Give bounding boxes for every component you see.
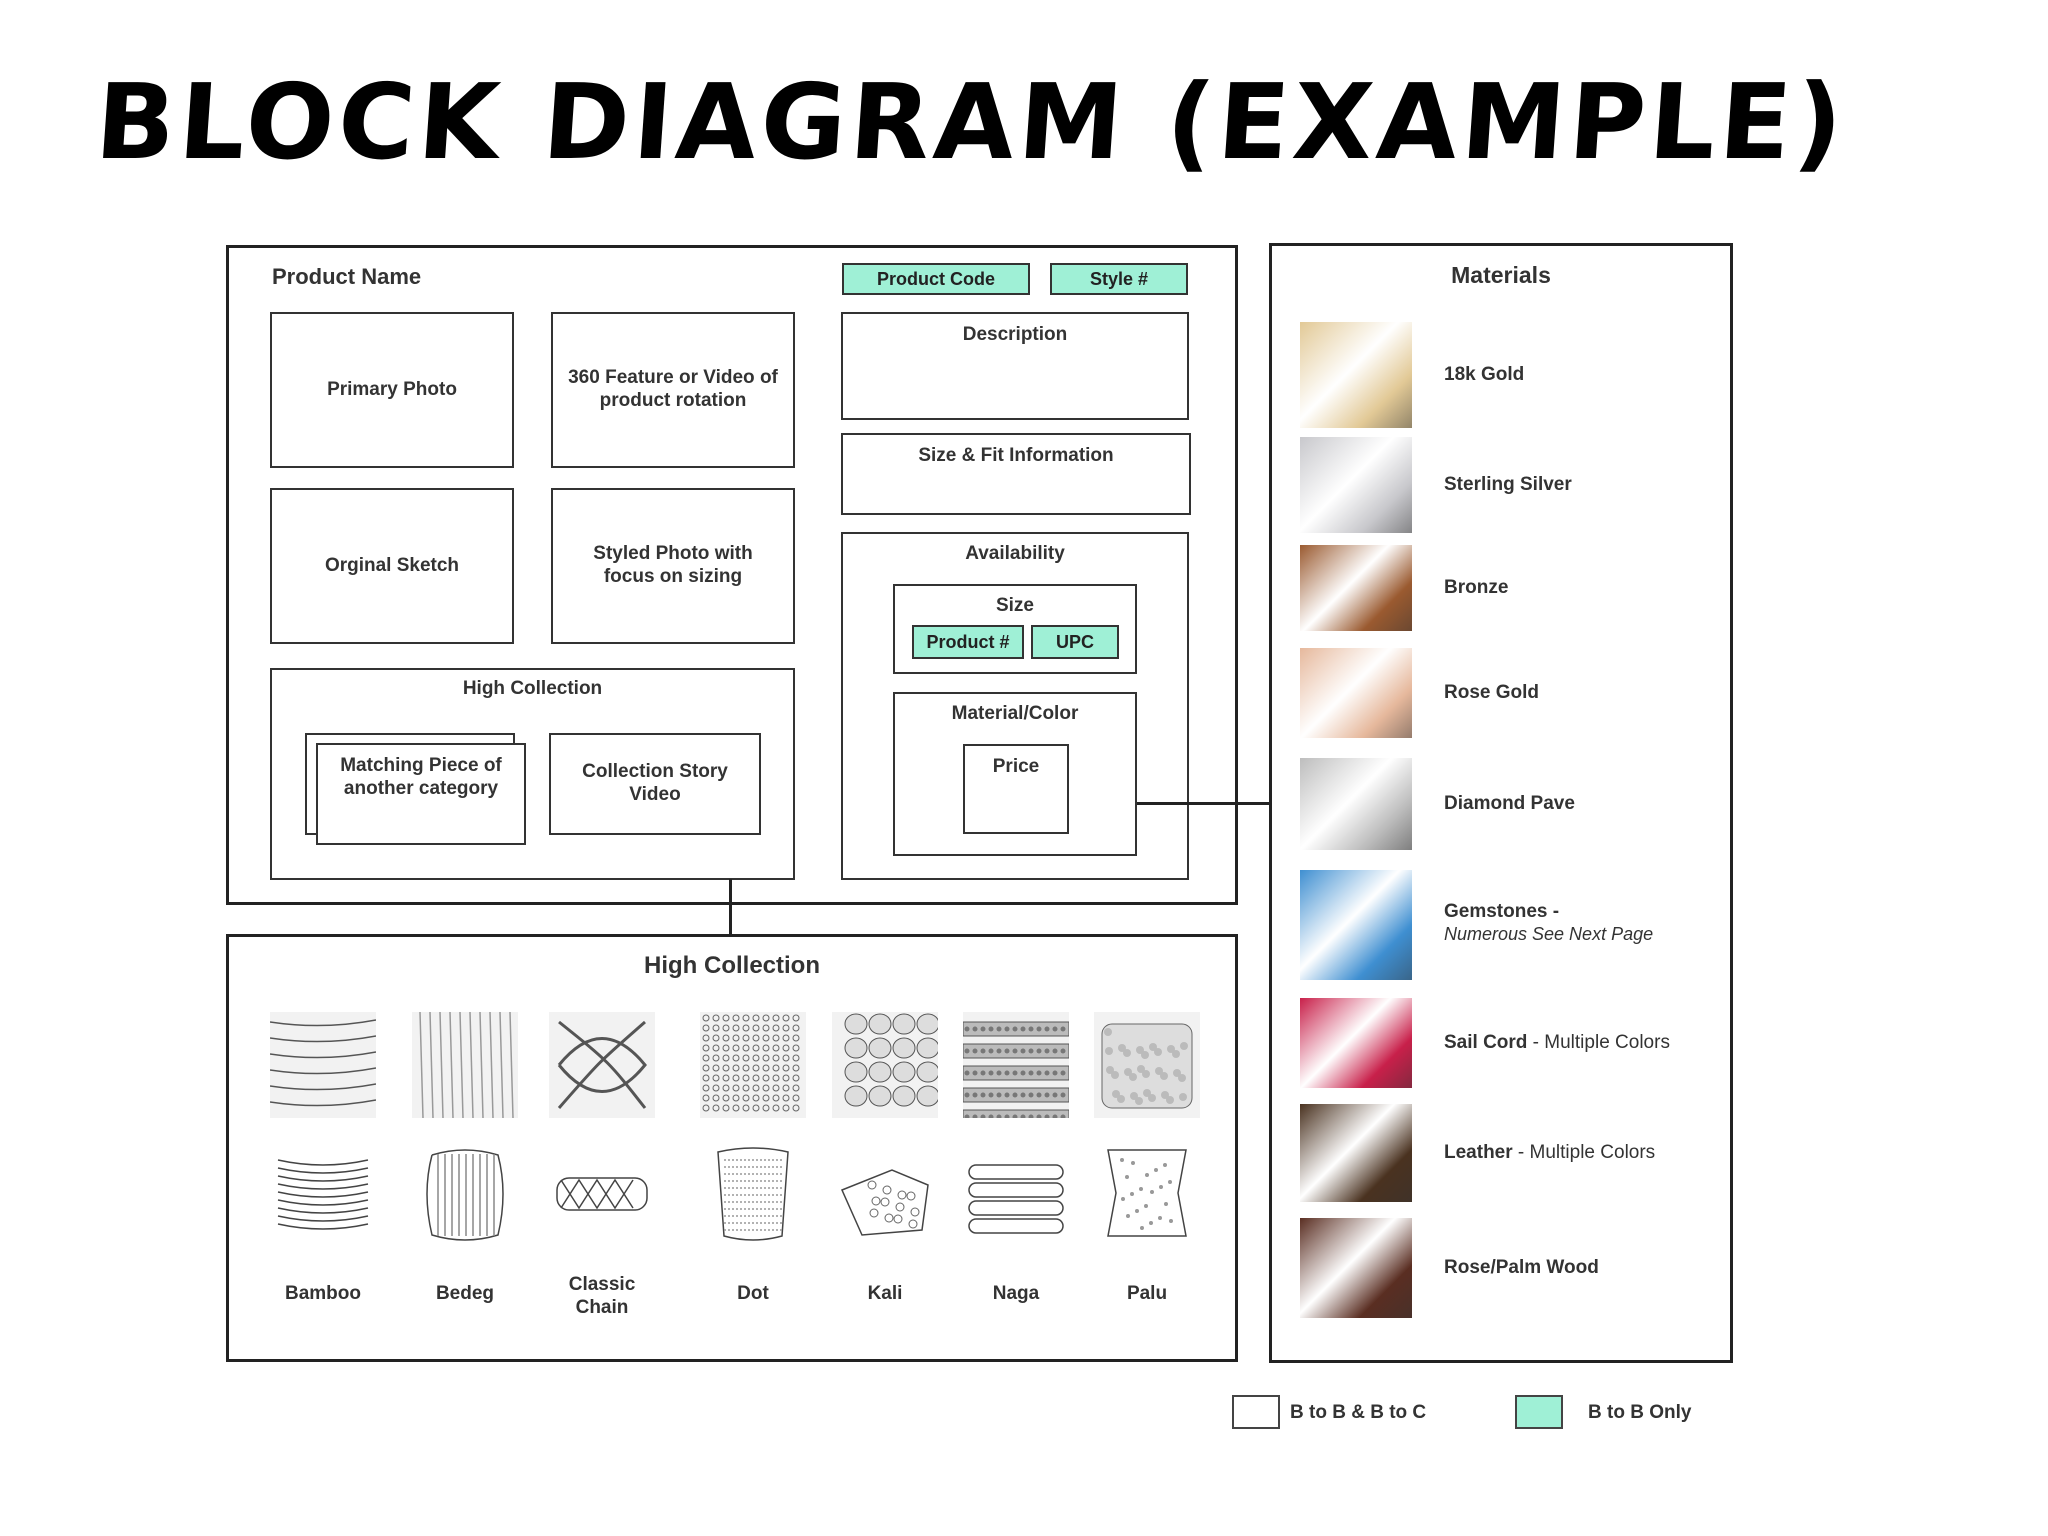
collection-item-name: Bedeg [435, 1283, 495, 1304]
upc-tag: UPC [1031, 625, 1119, 659]
collection-sketch-naga-pattern-icon [963, 1140, 1069, 1246]
material-swatch [1300, 998, 1412, 1088]
connector-vertical [729, 879, 732, 935]
style-number-tag: Style # [1050, 263, 1188, 295]
material-name: Diamond Pave [1444, 793, 1575, 814]
styled-photo-box: Styled Photo with focus on sizing [551, 488, 795, 644]
material-name: Sail Cord - Multiple Colors [1444, 1032, 1670, 1053]
matching-piece-box: Matching Piece of another category [316, 743, 526, 845]
material-name: Leather - Multiple Colors [1444, 1142, 1656, 1163]
original-sketch-box: Orginal Sketch [270, 488, 514, 644]
collection-sketch-dot-pattern-icon [700, 1140, 806, 1246]
collection-item-name: Kali [867, 1283, 903, 1304]
product-name-label: Product Name [272, 264, 422, 289]
material-swatch [1300, 545, 1412, 631]
product-code-tag: Product Code [842, 263, 1030, 295]
collection-item-name: Dot [737, 1283, 769, 1304]
collection-panel-title: High Collection [644, 952, 820, 979]
collection-sketch-palu-pattern-icon [1094, 1140, 1200, 1246]
collection-pattern-naga-pattern-icon [962, 1012, 1070, 1125]
collection-item-name: Bamboo [285, 1283, 361, 1304]
high-collection-label: High Collection [462, 678, 603, 699]
collection-pattern-chain-pattern-icon [549, 1012, 655, 1118]
legend-swatch-b2b-b2c [1232, 1395, 1280, 1429]
material-swatch [1300, 758, 1412, 850]
material-name: Bronze [1444, 577, 1509, 598]
material-name: Gemstones - [1444, 901, 1560, 922]
collection-sketch-bedeg-pattern-icon [412, 1140, 518, 1246]
collection-sketch-chain-pattern-icon [549, 1140, 655, 1246]
description-box: Description [841, 312, 1189, 420]
legend-label-b2b-b2c: B to B & B to C [1290, 1402, 1427, 1423]
material-name: Rose Gold [1444, 682, 1540, 703]
collection-pattern-dot-pattern-icon [700, 1012, 806, 1118]
collection-pattern-bamboo-pattern-icon [269, 1012, 377, 1118]
availability-label: Availability [965, 543, 1065, 564]
collection-sketch-bamboo-pattern-icon [270, 1140, 376, 1246]
collection-item-name: Naga [992, 1283, 1040, 1304]
product-number-tag: Product # [912, 625, 1024, 659]
collection-sketch-kali-pattern-icon [832, 1140, 938, 1246]
collection-item-name: Classic Chain [568, 1274, 636, 1318]
price-box: Price [963, 744, 1069, 834]
feature-360-box: 360 Feature or Video of product rotation [551, 312, 795, 468]
material-name-suffix: - Multiple Colors [1527, 1032, 1670, 1053]
material-swatch [1300, 322, 1412, 428]
legend-label-b2b-only: B to B Only [1588, 1402, 1692, 1423]
size-fit-box: Size & Fit Information [841, 433, 1191, 515]
material-swatch [1300, 870, 1412, 980]
collection-item-name: Palu [1126, 1283, 1168, 1304]
collection-pattern-kali-pattern-icon [832, 1012, 940, 1118]
material-name: Sterling Silver [1444, 474, 1572, 495]
material-color-label: Material/Color [951, 703, 1079, 724]
slide-title: Block Diagram (Example) [91, 61, 1851, 183]
material-name-suffix: - Multiple Colors [1512, 1142, 1656, 1163]
primary-photo-box: Primary Photo [270, 312, 514, 468]
material-note: Numerous See Next Page [1444, 924, 1654, 944]
material-name: Rose/Palm Wood [1444, 1257, 1599, 1278]
legend-swatch-b2b-only [1515, 1395, 1563, 1429]
material-name: 18k Gold [1444, 364, 1525, 385]
material-swatch [1300, 1104, 1412, 1202]
collection-pattern-palu-pattern-icon [1094, 1012, 1200, 1118]
material-swatch [1300, 1218, 1412, 1318]
material-swatch [1300, 648, 1412, 738]
connector-horizontal [1137, 802, 1269, 805]
collection-story-box: Collection Story Video [549, 733, 761, 835]
material-swatch [1300, 437, 1412, 533]
collection-panel [226, 934, 1238, 1362]
materials-title: Materials [1451, 262, 1551, 288]
size-label: Size [995, 595, 1035, 616]
collection-pattern-bedeg-pattern-icon [412, 1011, 518, 1119]
